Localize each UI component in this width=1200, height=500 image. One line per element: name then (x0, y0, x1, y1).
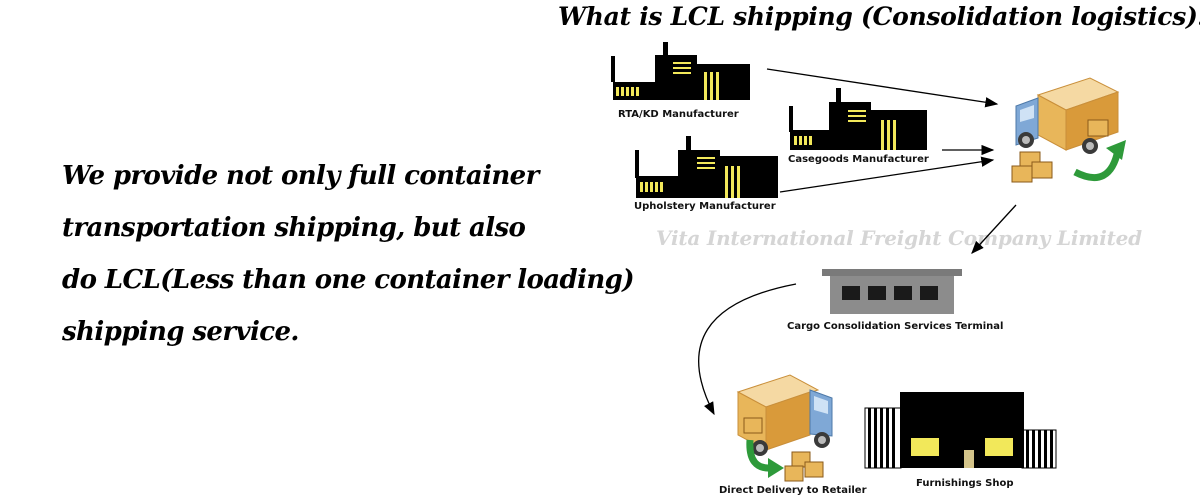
intro-line: transportation shipping, but also (62, 213, 526, 243)
rta-kd-factory-icon (611, 42, 750, 100)
casegoods-factory-icon (789, 88, 927, 150)
upholstery-factory-icon (635, 136, 778, 198)
loading-truck-icon (1011, 77, 1126, 183)
intro-line: shipping service. (62, 317, 299, 347)
furnishings-shop-icon (864, 392, 1057, 469)
consolidation-terminal-icon (822, 269, 962, 314)
upholstery-label: Upholstery Manufacturer (634, 201, 776, 212)
arrow-rta-to-truck (766, 68, 999, 108)
terminal-label: Cargo Consolidation Services Terminal (787, 321, 1004, 332)
retailer-label: Direct Delivery to Retailer (719, 485, 867, 496)
arrow-terminal-to-delivery (698, 283, 797, 416)
intro-line: We provide not only full container (62, 161, 539, 191)
arrow-truck-to-terminal (971, 204, 1017, 254)
rta-kd-label: RTA/KD Manufacturer (618, 109, 739, 120)
casegoods-label: Casegoods Manufacturer (788, 154, 929, 165)
delivery-truck-icon (736, 374, 833, 482)
arrow-upholstery-to-truck (779, 156, 995, 193)
shop-label: Furnishings Shop (916, 478, 1014, 489)
watermark: Vita International Freight Company Limit… (656, 226, 1142, 250)
intro-line: do LCL(Less than one container loading) (62, 265, 635, 295)
diagram-title: What is LCL shipping (Consolidation logi… (558, 2, 1200, 31)
intro-text: We provide not only full container trans… (62, 150, 662, 358)
